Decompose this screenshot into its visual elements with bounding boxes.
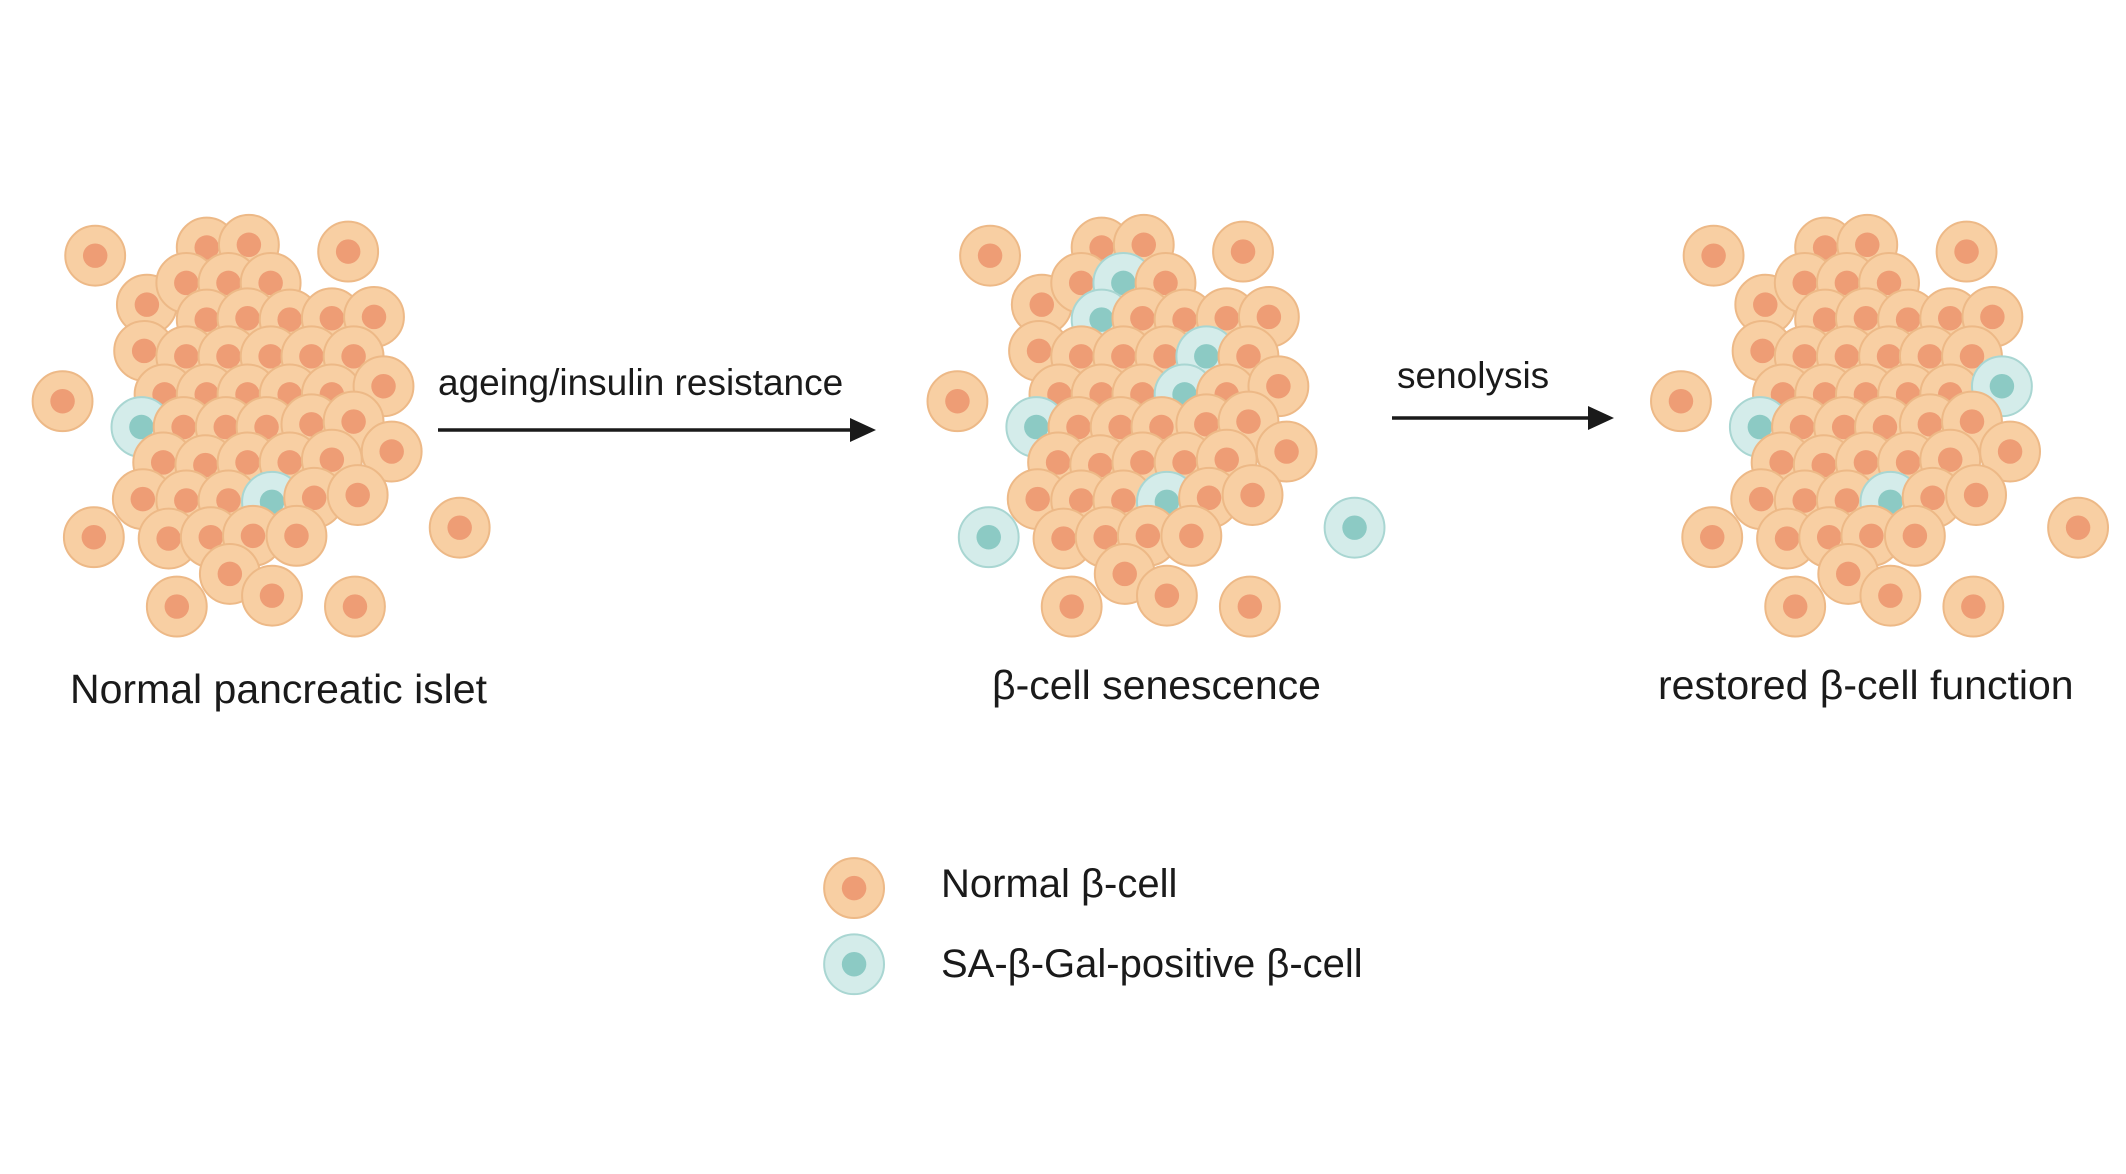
normal-beta-cell-normal: [324, 575, 386, 638]
transition-label-senolysis: senolysis: [1397, 355, 1550, 396]
normal-beta-cell-normal: [317, 220, 380, 283]
normal-beta-cell-senescence: [1221, 464, 1284, 526]
normal-beta-cell-normal: [428, 496, 491, 559]
normal-beta-cell-senescence: [1032, 507, 1095, 570]
cells-layer: [31, 213, 2110, 996]
arrows-layer: [438, 406, 1614, 442]
normal-beta-cell-senescence: [1212, 220, 1274, 283]
normal-beta-cell-restored: [1681, 506, 1744, 569]
normal-beta-cell-normal: [64, 224, 127, 287]
legend-label-normal: Normal β-cell: [941, 862, 1178, 906]
normal-beta-cell-restored: [1945, 464, 2007, 526]
normal-beta-cell-senescence: [1160, 504, 1223, 567]
normal-beta-cell-restored: [1859, 564, 1922, 627]
normal-beta-cell-normal: [145, 575, 208, 638]
arrow-senolysis: [1392, 406, 1614, 430]
normal-beta-cell-normal: [241, 564, 303, 627]
normal-beta-cell-restored: [1883, 504, 1946, 567]
normal-beta-cell-normal: [31, 370, 94, 433]
stage-label-restored: restored β-cell function: [1658, 662, 2074, 708]
sa-beta-gal-positive-cell-senescence: [957, 506, 1020, 569]
stage-label-normal: Normal pancreatic islet: [70, 666, 487, 712]
normal-beta-cell-restored: [2047, 496, 2110, 559]
normal-beta-cell-restored: [1979, 420, 2041, 483]
normal-beta-cell-senescence: [1135, 564, 1198, 627]
transition-label-ageing: ageing/insulin resistance: [438, 362, 844, 403]
normal-beta-cell-senescence: [926, 370, 989, 433]
legend-swatch-normal-cell: [823, 857, 886, 920]
normal-beta-cell-senescence: [959, 224, 1022, 287]
normal-beta-cell-restored: [1764, 575, 1827, 638]
legend-label-senescent: SA-β-Gal-positive β-cell: [941, 942, 1363, 986]
normal-beta-cell-restored: [1682, 224, 1745, 287]
legend-swatch-senescent-cell: [823, 933, 886, 996]
normal-beta-cell-normal: [326, 464, 389, 526]
normal-beta-cell-senescence: [1255, 420, 1318, 483]
sa-beta-gal-positive-cell-senescence: [1323, 496, 1386, 559]
normal-beta-cell-normal: [62, 506, 125, 569]
normal-beta-cell-restored: [1942, 575, 2005, 638]
normal-beta-cell-senescence: [1040, 575, 1103, 638]
normal-beta-cell-restored: [1935, 220, 1998, 283]
normal-beta-cell-senescence: [1218, 575, 1281, 638]
arrow-ageing: [438, 418, 876, 442]
normal-beta-cell-normal: [360, 420, 423, 483]
normal-beta-cell-restored: [1650, 370, 1712, 433]
normal-beta-cell-normal: [265, 504, 328, 567]
stage-label-senescence: β-cell senescence: [992, 662, 1321, 708]
